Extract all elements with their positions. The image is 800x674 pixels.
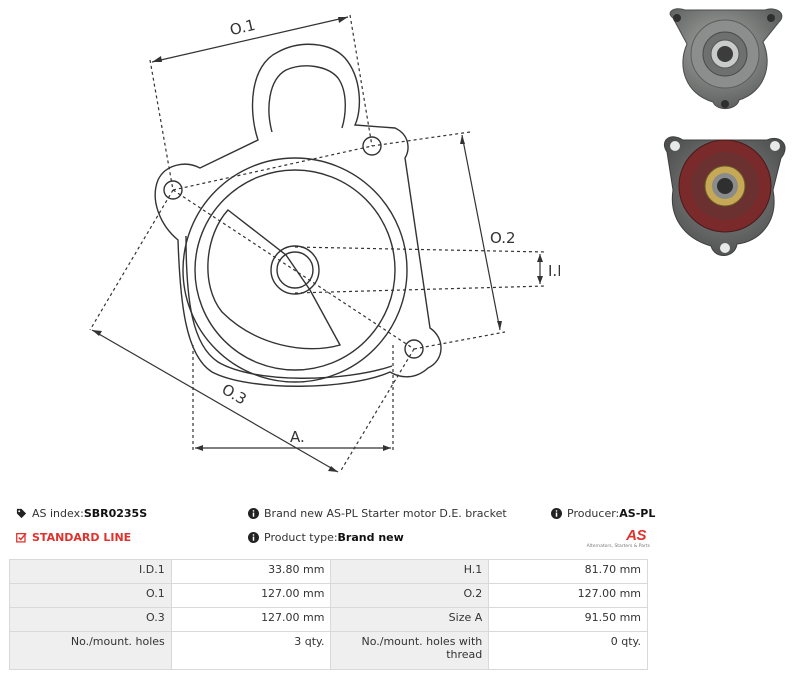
label-a: A.	[290, 428, 305, 446]
spec-value: 3 qty.	[170, 631, 332, 670]
producer-value: AS-PL	[619, 507, 656, 520]
spec-value: 127.00 mm	[170, 583, 332, 608]
center-bore-outer	[270, 245, 320, 295]
mount-hole-bottom	[404, 339, 424, 359]
spec-label: I.D.1	[9, 559, 172, 584]
producer-row: Producer: AS-PL	[551, 507, 655, 520]
table-row: No./mount. holes 3 qty. No./mount. holes…	[9, 631, 648, 670]
info-icon	[551, 508, 562, 519]
table-row: I.D.1 33.80 mm H.1 81.70 mm	[9, 559, 648, 584]
technical-drawing: O.1 O.2 I.D.1 O.3 A.	[89, 14, 560, 473]
producer-label: Producer:	[567, 507, 620, 520]
table-row: O.1 127.00 mm O.2 127.00 mm	[9, 583, 648, 608]
spec-value: 33.80 mm	[170, 559, 332, 584]
spec-label: No./mount. holes with thread	[330, 631, 490, 670]
bracket-loop-inner	[268, 65, 346, 133]
mount-hole-top	[362, 136, 382, 156]
description-row: Brand new AS-PL Starter motor D.E. brack…	[248, 507, 507, 520]
logo-mark: AS	[626, 527, 646, 544]
as-index-row: AS index: SBR0235S	[16, 507, 147, 520]
label-o1: O.1	[228, 16, 257, 39]
info-icon	[248, 532, 259, 543]
specification-table: I.D.1 33.80 mm H.1 81.70 mm O.1 127.00 m…	[9, 559, 648, 670]
tag-icon	[16, 508, 27, 519]
spec-value: 91.50 mm	[488, 607, 648, 632]
label-id1: I.D.1	[548, 262, 560, 280]
logo-tagline: Alternators, Starters & Parts	[586, 544, 650, 549]
spec-value: 0 qty.	[488, 631, 648, 670]
product-type-value: Brand new	[337, 531, 404, 544]
product-type-label: Product type:	[264, 531, 338, 544]
standard-line-row: STANDARD LINE	[16, 531, 131, 544]
label-o3: O.3	[219, 380, 250, 408]
checkbox-icon	[16, 532, 27, 543]
spec-label: O.1	[9, 583, 172, 608]
as-pl-logo: AS Alternators, Starters & Parts	[582, 527, 650, 551]
mount-hole-left	[163, 180, 183, 200]
as-index-value: SBR0235S	[83, 507, 148, 520]
bracket-outline	[154, 43, 442, 387]
info-icon	[248, 508, 259, 519]
spec-label: No./mount. holes	[9, 631, 172, 670]
product-photo-front	[669, 8, 783, 109]
housing-outer-circle	[182, 157, 408, 383]
spec-value: 81.70 mm	[488, 559, 648, 584]
product-photo-back	[663, 136, 786, 256]
table-row: O.3 127.00 mm Size A 91.50 mm	[9, 607, 648, 632]
standard-line-label: STANDARD LINE	[32, 531, 132, 544]
product-type-row: Product type: Brand new	[248, 531, 404, 544]
spec-label: O.3	[9, 607, 172, 632]
label-o2: O.2	[490, 229, 516, 247]
spec-value: 127.00 mm	[488, 583, 648, 608]
product-description: Brand new AS-PL Starter motor D.E. brack…	[264, 507, 507, 520]
spec-label: Size A	[330, 607, 490, 632]
bracket-inner-contour	[185, 235, 393, 379]
spec-label: O.2	[330, 583, 490, 608]
spec-value: 127.00 mm	[170, 607, 332, 632]
center-bore-inner	[276, 251, 314, 289]
housing-inner-circle	[194, 169, 396, 371]
spec-label: H.1	[330, 559, 490, 584]
sector-opening	[207, 209, 342, 350]
as-index-label: AS index:	[32, 507, 84, 520]
